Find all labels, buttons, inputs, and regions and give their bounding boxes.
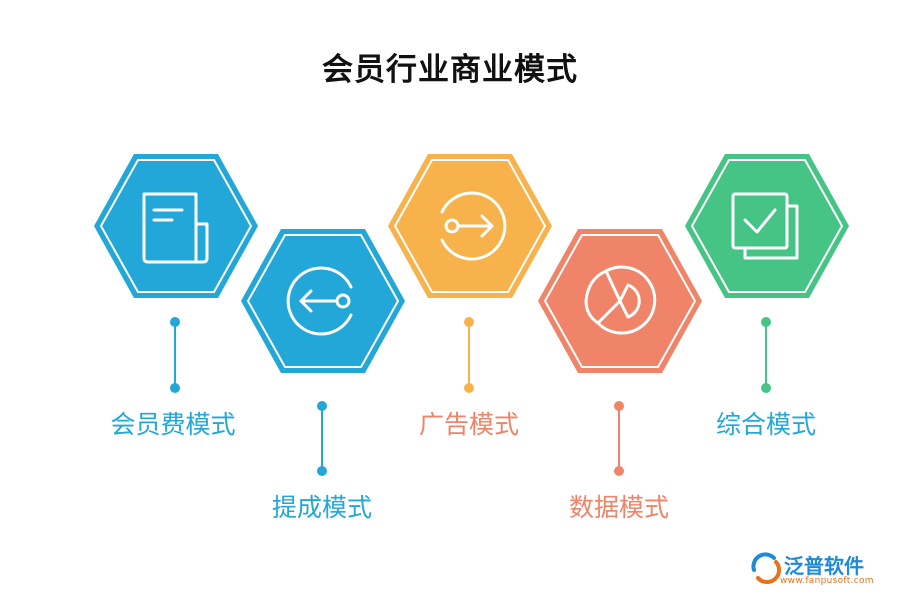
connector-dot-top	[464, 317, 474, 327]
hexagon-comprehensive	[685, 154, 849, 298]
circle-arrow-right-icon	[440, 191, 507, 261]
connector-dot-top	[761, 317, 771, 327]
model-label: 广告模式	[418, 410, 519, 439]
connector-dot-bottom	[464, 383, 474, 393]
hexagon-membership	[94, 154, 258, 298]
pie-chart-icon	[584, 265, 657, 335]
connector-line	[468, 322, 470, 388]
hexagon-data	[538, 229, 702, 373]
connector-dot-top	[170, 317, 180, 327]
hexagon-advertising	[388, 154, 552, 298]
model-label: 会员费模式	[110, 410, 236, 439]
fanpu-logo: 泛普软件 www.fanpusoft.com	[748, 548, 888, 592]
fanpu-logo-icon	[751, 552, 782, 584]
logo-name: 泛普软件	[784, 554, 864, 578]
circle-arrow-left-icon	[286, 266, 353, 336]
connector-dot-bottom	[317, 466, 327, 476]
model-label: 数据模式	[568, 493, 669, 522]
page-title: 会员行业商业模式	[322, 52, 578, 88]
connector-dot-top	[317, 401, 327, 411]
checkbox-icon	[731, 192, 799, 260]
connector-dot-bottom	[614, 466, 624, 476]
connector-line	[765, 322, 767, 388]
document-icon	[142, 192, 209, 264]
connector-line	[321, 407, 323, 471]
connector-line	[618, 407, 620, 471]
model-label: 提成模式	[271, 493, 372, 522]
logo-url: www.fanpusoft.com	[780, 576, 874, 586]
hexagon-commission	[241, 229, 405, 373]
connector-dot-bottom	[761, 383, 771, 393]
connector-dot-bottom	[170, 383, 180, 393]
connector-line	[174, 322, 176, 388]
connector-dot-top	[614, 401, 624, 411]
model-label: 综合模式	[715, 410, 816, 439]
